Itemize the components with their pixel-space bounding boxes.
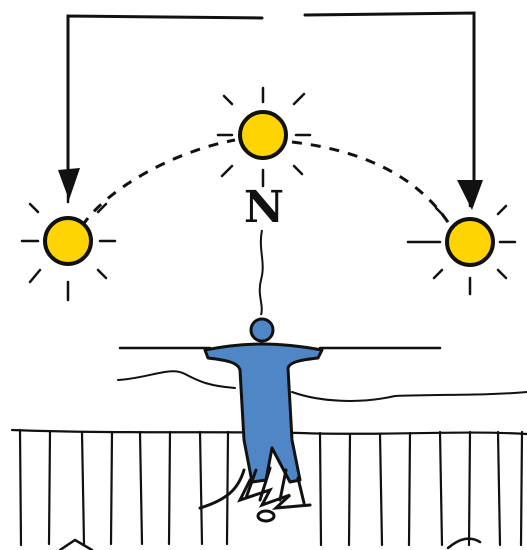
sun-path-bracket (68, 13, 474, 190)
north-line (260, 230, 263, 315)
sun-icon-top (218, 88, 310, 186)
bottom-marks (60, 539, 480, 550)
sun-icon-right (408, 200, 515, 294)
horizon-lines (118, 348, 527, 401)
north-label: N (244, 182, 284, 233)
sun-icon-left (22, 192, 115, 300)
person-icon (205, 319, 322, 482)
